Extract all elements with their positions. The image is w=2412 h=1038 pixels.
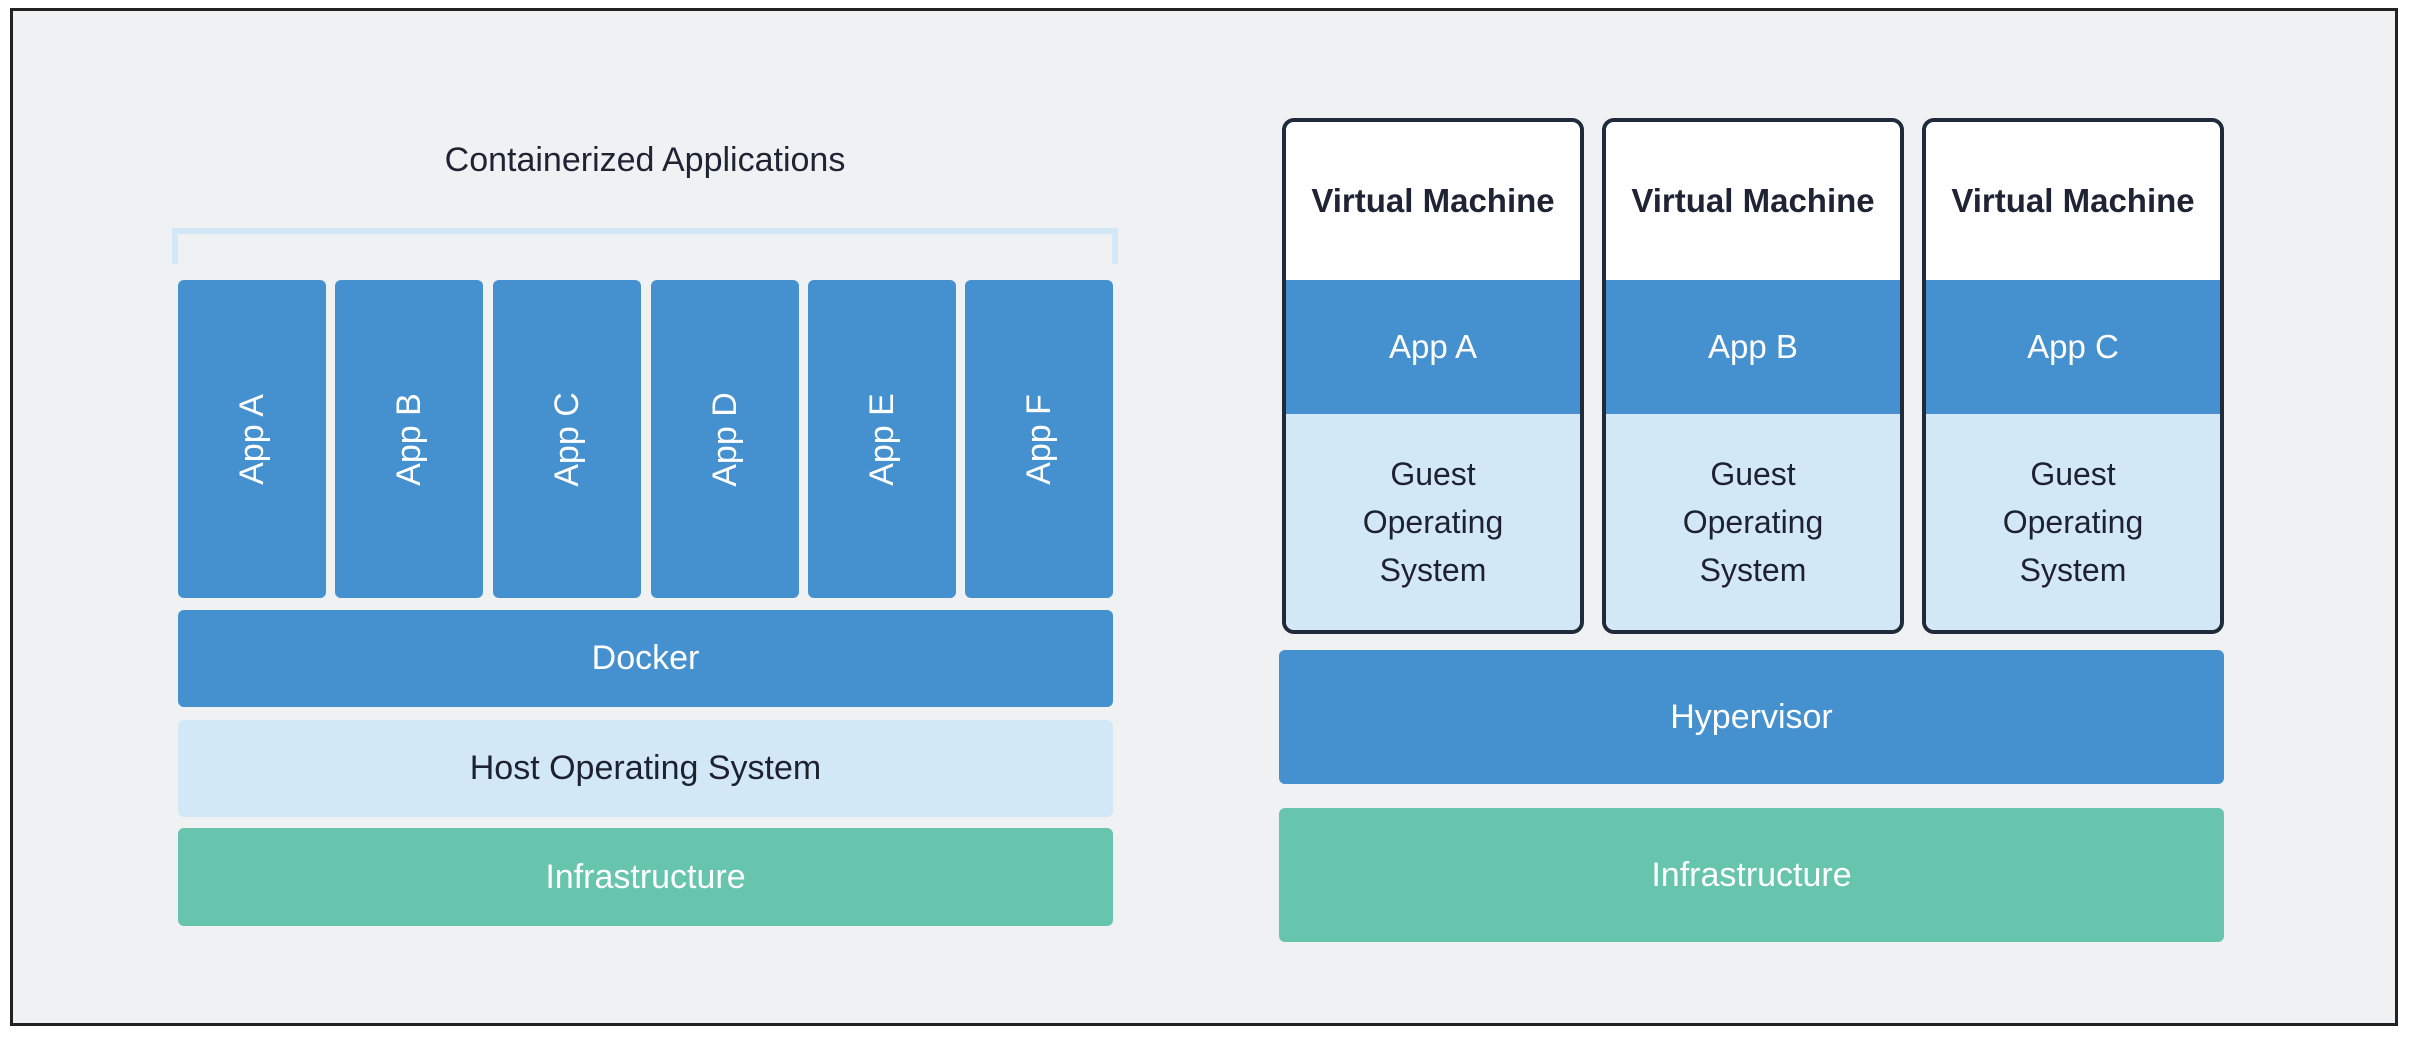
- app-column-label: App B: [389, 392, 428, 486]
- container-infrastructure-layer: Infrastructure: [178, 828, 1113, 926]
- vm-guest-os-layer: Guest Operating System: [1926, 414, 2220, 630]
- virtual-machine-card-b: Virtual Machine App B Guest Operating Sy…: [1602, 118, 1904, 634]
- vm-app-layer: App B: [1606, 280, 1900, 414]
- vm-app-layer: App A: [1286, 280, 1580, 414]
- docker-layer: Docker: [178, 610, 1113, 707]
- containers-bracket: [172, 228, 1118, 264]
- app-column-a: App A: [178, 280, 326, 598]
- vm-infrastructure-layer: Infrastructure: [1279, 808, 2224, 942]
- virtual-machine-card-a: Virtual Machine App A Guest Operating Sy…: [1282, 118, 1584, 634]
- app-column-c: App C: [493, 280, 641, 598]
- app-column-d: App D: [651, 280, 799, 598]
- app-column-label: App E: [862, 392, 901, 486]
- vm-title: Virtual Machine: [1926, 122, 2220, 280]
- host-os-layer: Host Operating System: [178, 720, 1113, 817]
- vm-app-layer: App C: [1926, 280, 2220, 414]
- vm-title: Virtual Machine: [1286, 122, 1580, 280]
- vm-guest-os-layer: Guest Operating System: [1606, 414, 1900, 630]
- app-column-e: App E: [808, 280, 956, 598]
- containers-title: Containerized Applications: [444, 140, 846, 179]
- app-column-label: App D: [705, 391, 744, 487]
- vm-guest-os-layer: Guest Operating System: [1286, 414, 1580, 630]
- vm-title: Virtual Machine: [1606, 122, 1900, 280]
- virtual-machine-card-c: Virtual Machine App C Guest Operating Sy…: [1922, 118, 2224, 634]
- app-column-label: App C: [547, 391, 586, 487]
- app-column-b: App B: [335, 280, 483, 598]
- app-column-label: App F: [1019, 393, 1058, 485]
- app-column-label: App A: [232, 393, 271, 485]
- hypervisor-layer: Hypervisor: [1279, 650, 2224, 784]
- app-column-f: App F: [965, 280, 1113, 598]
